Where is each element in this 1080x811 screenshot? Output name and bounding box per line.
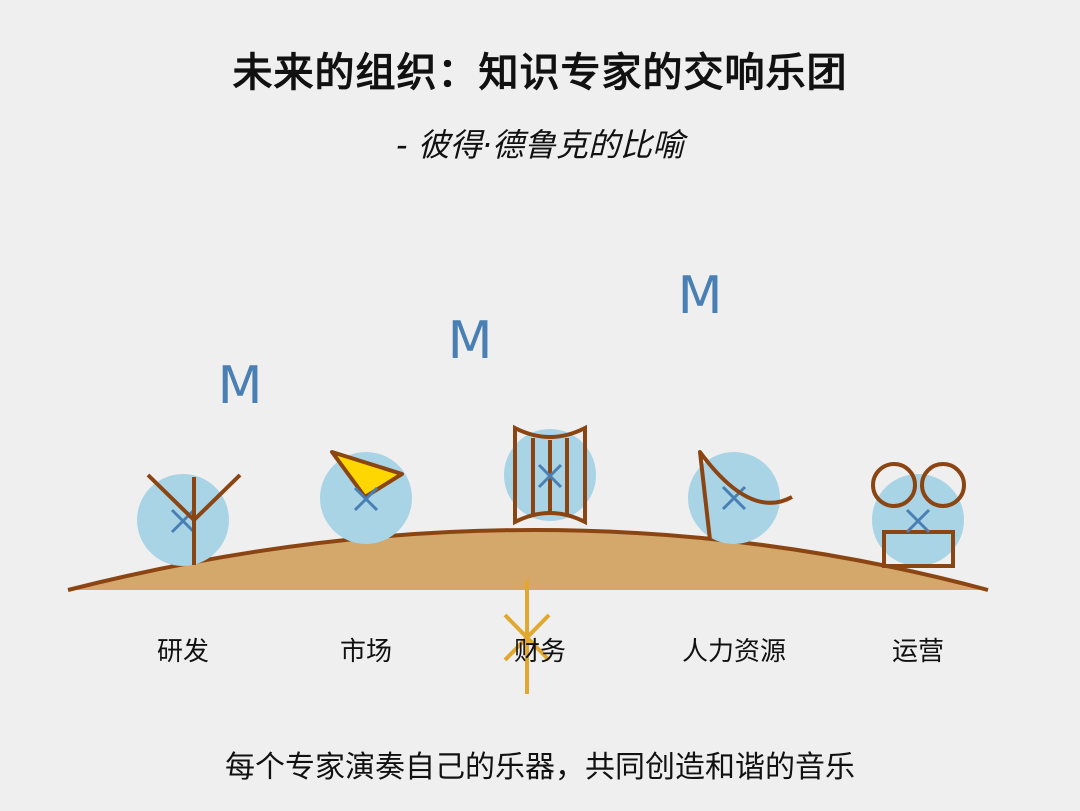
department-operations	[871, 462, 966, 568]
musician-cross-icon	[721, 485, 747, 511]
department-hr	[688, 450, 793, 544]
music-note-icon: M	[218, 356, 263, 416]
department-label-rd: 研发	[157, 637, 209, 667]
y-branch-instrument-icon	[146, 473, 242, 565]
musician-cross-icon	[905, 508, 931, 534]
department-label-marketing: 市场	[340, 637, 392, 667]
department-label-hr: 人力资源	[682, 637, 786, 667]
department-rd	[137, 473, 242, 566]
page-subtitle: - 彼得·德鲁克的比喻	[396, 126, 684, 164]
conductor-baton-icon	[503, 580, 551, 694]
music-note-icon: M	[448, 311, 493, 371]
musician-cross-icon	[537, 463, 563, 489]
page-title: 未来的组织：知识专家的交响乐团	[232, 50, 848, 96]
music-note-icon: M	[678, 266, 723, 326]
department-label-finance: 财务	[514, 637, 566, 667]
yellow-triangle-flag-icon	[330, 450, 404, 499]
caption: 每个专家演奏自己的乐器，共同创造和谐的音乐	[225, 750, 855, 785]
department-marketing	[320, 450, 412, 544]
department-label-operations: 运营	[892, 637, 944, 667]
department-finance	[504, 424, 596, 526]
film-camera-icon	[871, 462, 966, 568]
harp-icon	[698, 450, 793, 541]
musician-cross-icon	[353, 486, 379, 512]
